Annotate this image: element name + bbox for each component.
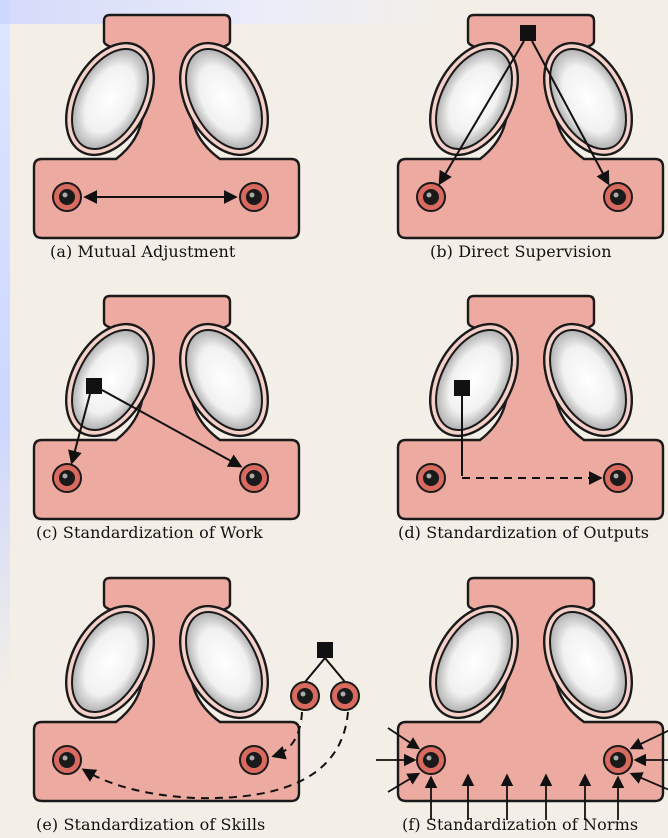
caption-a: (a) Mutual Adjustment: [50, 242, 235, 261]
panel-a-mutual-adjustment: [34, 15, 299, 238]
trainer-square: [317, 642, 333, 658]
caption-b: (b) Direct Supervision: [430, 242, 612, 261]
panel-e-standardization-of-skills: [34, 578, 359, 801]
panel-d-standardization-of-outputs: [398, 296, 663, 519]
panel-c-standardization-of-work: [34, 296, 299, 519]
analyst-square: [86, 378, 102, 394]
analyst-square: [454, 380, 470, 396]
panel-b-direct-supervision: [398, 15, 663, 238]
caption-c: (c) Standardization of Work: [36, 523, 263, 542]
caption-d: (d) Standardization of Outputs: [398, 523, 649, 542]
caption-e: (e) Standardization of Skills: [36, 815, 265, 834]
panel-f-standardization-of-norms: [376, 578, 668, 820]
manager-square: [520, 25, 536, 41]
caption-f: (f) Standardization of Norms: [402, 815, 638, 834]
